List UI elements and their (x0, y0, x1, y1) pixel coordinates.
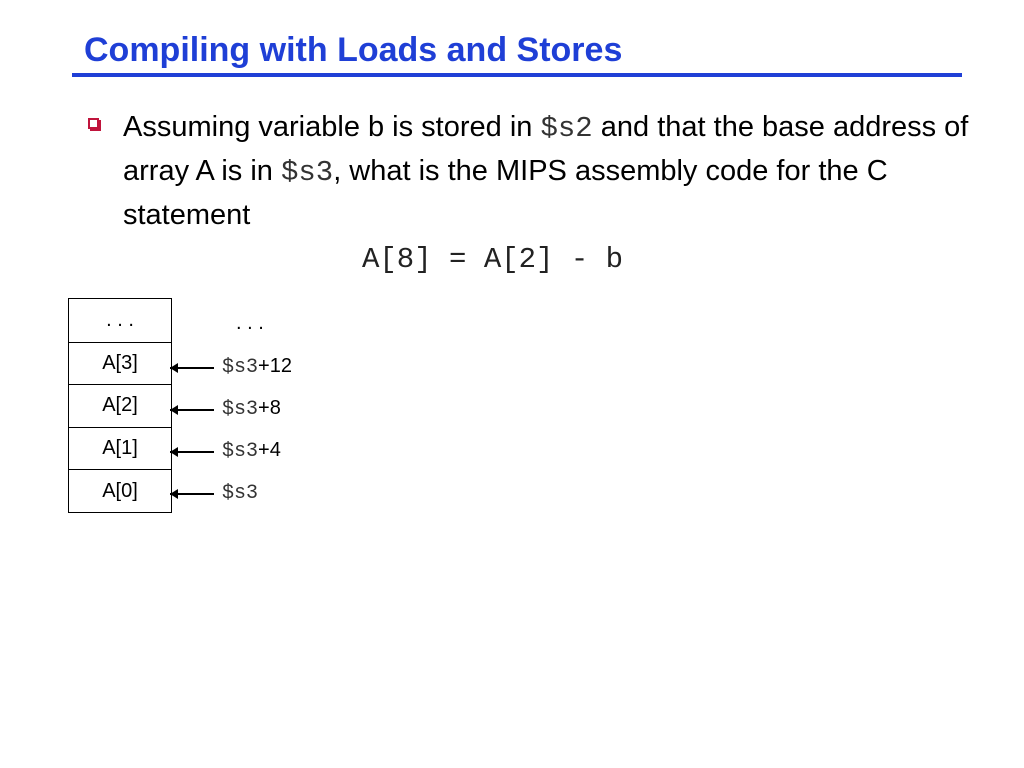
bullet-text-part-2: and that the base address of array A is … (123, 111, 969, 187)
address-ellipsis: . . . (236, 312, 264, 334)
address-reg: $s3 (222, 440, 259, 463)
arrow-left-icon (170, 363, 214, 373)
bullet-text-part-1: Assuming variable b is stored in (123, 111, 541, 143)
memory-cell-a2: A[2] (69, 384, 171, 427)
bullet-text-part-3: , what is the MIPS assembly code for the… (123, 155, 888, 231)
memory-cell-a0: A[0] (69, 469, 171, 512)
title-underline (72, 73, 962, 77)
address-a3: $s3+12 (222, 354, 292, 380)
slide-title: Compiling with Loads and Stores (84, 31, 623, 69)
address-reg: $s3 (222, 356, 259, 379)
arrow-left-icon (170, 489, 214, 499)
register-s3: $s3 (280, 156, 334, 189)
arrow-left-icon (170, 447, 214, 457)
address-a1: $s3+4 (222, 438, 281, 464)
c-statement: A[8] = A[2] - b (362, 243, 624, 276)
address-reg: $s3 (222, 482, 259, 505)
address-offset: +12 (258, 355, 292, 377)
address-offset: +4 (258, 439, 281, 461)
memory-cell-ellipsis: . . . (106, 308, 134, 331)
register-s2: $s2 (540, 112, 593, 145)
arrow-left-icon (170, 405, 214, 415)
memory-table: . . . A[3] A[2] A[1] A[0] (68, 298, 172, 513)
memory-cell-a3: A[3] (69, 341, 171, 385)
bullet-text: Assuming variable b is stored in $s2 and… (123, 106, 983, 236)
memory-cell-a1: A[1] (69, 426, 171, 470)
address-offset: +8 (258, 397, 281, 419)
address-a2: $s3+8 (222, 396, 281, 422)
address-reg: $s3 (222, 398, 259, 421)
address-a0: $s3 (222, 480, 258, 506)
square-bullet-icon (88, 118, 99, 129)
